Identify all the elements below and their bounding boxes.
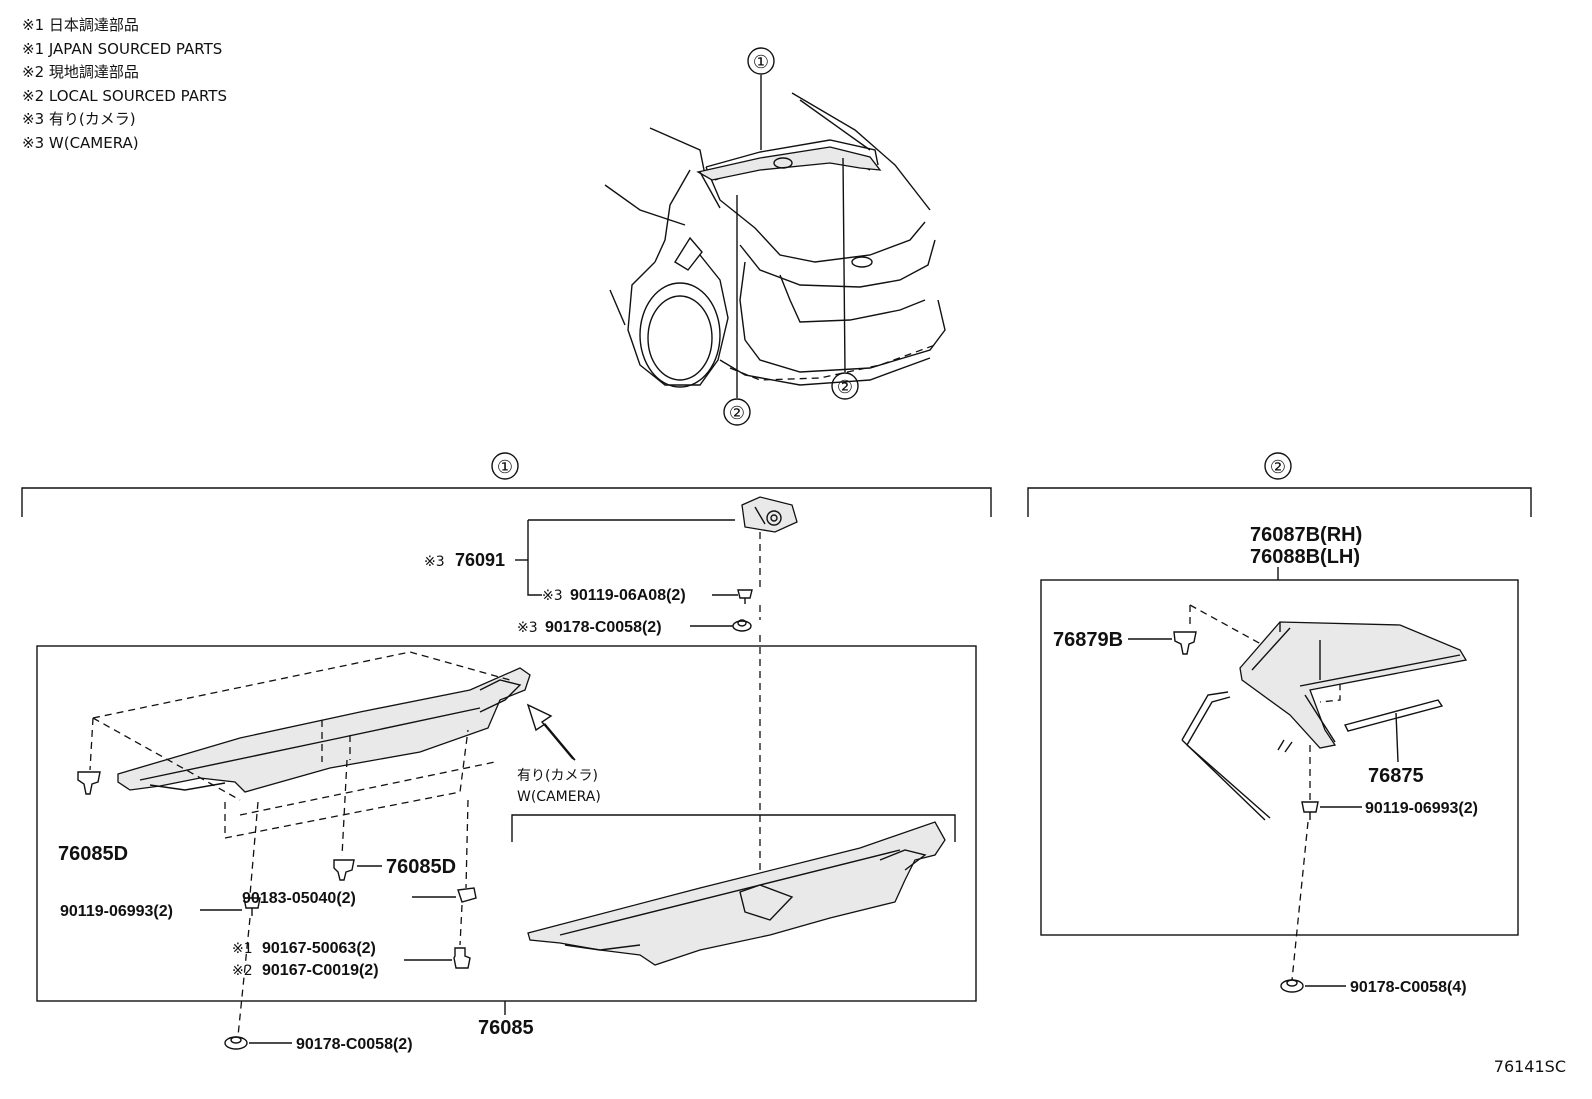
car-illustration bbox=[604, 92, 946, 388]
bottom-nut-code: 90178-C0058(2) bbox=[296, 1036, 413, 1053]
clip-left-code: 76085D bbox=[58, 843, 128, 865]
bolt-jp-mark: ※1 bbox=[232, 941, 253, 957]
bolt-local-code: 90167-C0019(2) bbox=[262, 962, 379, 979]
camera-code: 76091 bbox=[455, 550, 505, 570]
bolt-local-mark: ※2 bbox=[232, 963, 253, 979]
legend-line-5: ※3 有り(カメラ) bbox=[22, 110, 136, 128]
spoiler-screw-part bbox=[243, 897, 261, 909]
side-spoiler bbox=[1239, 621, 1468, 749]
with-camera-jp: 有り(カメラ) bbox=[517, 768, 598, 784]
camera-nut-mark: ※3 bbox=[517, 620, 538, 636]
group-2-bracket bbox=[1027, 487, 1532, 517]
callout-2-right: ② bbox=[837, 377, 853, 398]
clip-76879b-code: 76879B bbox=[1053, 629, 1123, 651]
side-rh-code: 76087B(RH) bbox=[1250, 524, 1362, 546]
seal-code: 76875 bbox=[1368, 765, 1424, 787]
side-spoiler-box bbox=[1040, 579, 1519, 936]
camera-part bbox=[741, 496, 798, 533]
bolt-part bbox=[453, 947, 471, 969]
callout-1-top: ① bbox=[753, 52, 769, 73]
clip-center-part bbox=[333, 859, 355, 881]
legend: ※1 日本調達部品 ※1 JAPAN SOURCED PARTS ※2 現地調達… bbox=[22, 14, 227, 155]
clip-90183-part bbox=[457, 887, 477, 903]
group-1-bracket bbox=[21, 487, 992, 517]
legend-line-2: ※1 JAPAN SOURCED PARTS bbox=[22, 39, 223, 58]
camera-arrow bbox=[526, 703, 576, 761]
camera-screw-mark: ※3 bbox=[542, 588, 563, 604]
side-lh-code: 76088B(LH) bbox=[1250, 546, 1360, 568]
legend-line-1: ※1 日本調達部品 bbox=[22, 16, 139, 34]
camera-mark: ※3 bbox=[424, 554, 445, 570]
spoiler-screw-code: 90119-06993(2) bbox=[60, 903, 173, 920]
spoiler-code: 76085 bbox=[478, 1017, 534, 1039]
spoiler-upper bbox=[92, 651, 531, 839]
clip-left-part bbox=[77, 771, 101, 795]
group-1-marker: ① bbox=[497, 457, 513, 478]
callout-2-left: ② bbox=[729, 403, 745, 424]
legend-line-4: ※2 LOCAL SOURCED PARTS bbox=[22, 86, 227, 105]
clip-76879b-part bbox=[1173, 631, 1197, 655]
camera-screw-part bbox=[737, 589, 753, 599]
side-screw-code: 90119-06993(2) bbox=[1365, 800, 1478, 817]
footer-code: 76141SC bbox=[1494, 1057, 1566, 1076]
bolt-jp-code: 90167-50063(2) bbox=[262, 940, 376, 957]
camera-screw-code: 90119-06A08(2) bbox=[570, 587, 686, 604]
group-2-marker: ② bbox=[1270, 457, 1286, 478]
side-nut-code: 90178-C0058(4) bbox=[1350, 979, 1467, 996]
clip-center-code: 76085D bbox=[386, 856, 456, 878]
legend-line-6: ※3 W(CAMERA) bbox=[22, 133, 139, 152]
with-camera-en: W(CAMERA) bbox=[517, 789, 601, 805]
clip-90183-code: 90183-05040(2) bbox=[242, 890, 356, 907]
camera-nut-code: 90178-C0058(2) bbox=[545, 619, 662, 636]
side-screw-part bbox=[1301, 801, 1319, 813]
spoiler-box bbox=[36, 645, 977, 1002]
spoiler-lower bbox=[527, 821, 946, 966]
legend-line-3: ※2 現地調達部品 bbox=[22, 63, 139, 81]
